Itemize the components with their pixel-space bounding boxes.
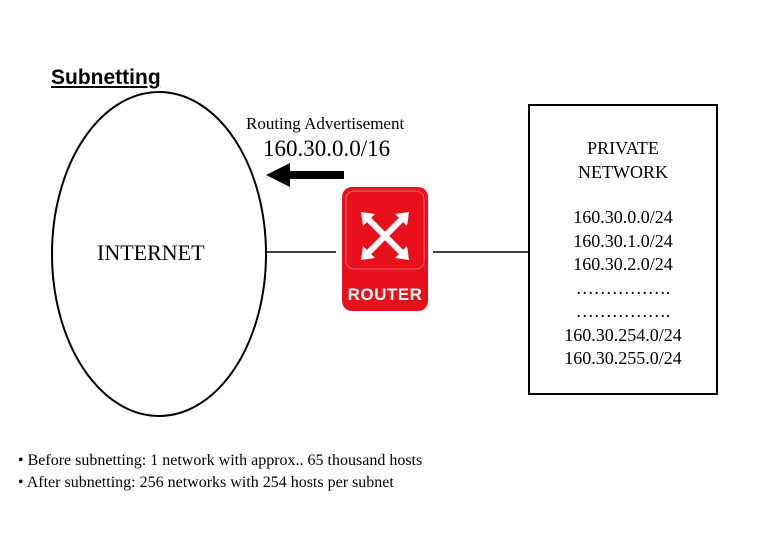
subnet-item: 160.30.2.0/24 — [573, 254, 673, 274]
subnet-ellipsis: ……………. — [575, 277, 671, 298]
slide-title: Subnetting — [51, 66, 161, 89]
subnet-ellipsis: ……………. — [575, 301, 671, 321]
internet-label: INTERNET — [97, 240, 205, 265]
router-label: ROUTER — [347, 285, 423, 304]
advertisement-arrow — [266, 163, 344, 187]
private-network-box: PRIVATE NETWORK 160.30.0.0/24 160.30.1.0… — [528, 104, 718, 395]
subnet-item: 160.30.0.0/24 — [573, 207, 673, 227]
subnet-list: 160.30.0.0/24 160.30.1.0/24 160.30.2.0/2… — [530, 206, 716, 371]
private-network-title: PRIVATE NETWORK — [530, 136, 716, 184]
notes: • Before subnetting: 1 network with appr… — [18, 450, 422, 494]
routing-advertisement-label: Routing Advertisement — [246, 114, 405, 133]
advertised-prefix: 160.30.0.0/16 — [263, 136, 391, 161]
internet-ellipse — [51, 91, 267, 417]
private-title-line1: PRIVATE — [587, 138, 659, 158]
private-title-line2: NETWORK — [578, 162, 668, 182]
subnet-item: 160.30.255.0/24 — [564, 348, 682, 368]
router-arrows-icon — [366, 217, 404, 255]
note-after: • After subnetting: 256 networks with 25… — [18, 474, 394, 491]
subnet-item: 160.30.254.0/24 — [564, 324, 682, 345]
subnet-item: 160.30.1.0/24 — [573, 230, 673, 251]
router-icon — [342, 187, 428, 311]
note-before: • Before subnetting: 1 network with appr… — [18, 452, 423, 469]
